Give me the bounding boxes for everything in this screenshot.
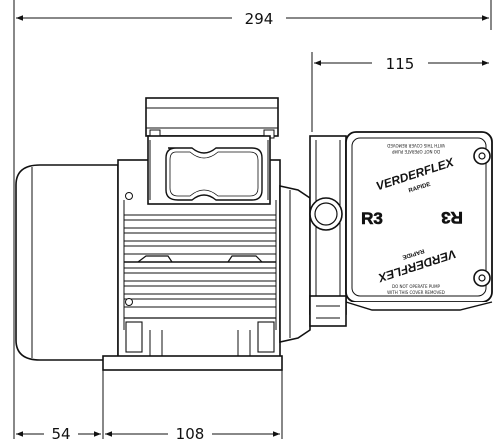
cover-warning-bottom: DO NOT OPERATE PUMP WITH THIS COVER REMO… xyxy=(387,284,445,295)
dimension-pump-head-label: 115 xyxy=(386,55,415,73)
svg-text:WITH THIS COVER REMOVED: WITH THIS COVER REMOVED xyxy=(387,290,445,295)
dimension-overall-label: 294 xyxy=(245,10,274,28)
cover-screw-bottom xyxy=(473,269,491,287)
flange-housing xyxy=(279,135,347,343)
svg-text:R3: R3 xyxy=(441,208,463,227)
terminal-box xyxy=(145,97,279,205)
svg-text:WITH THIS COVER REMOVED: WITH THIS COVER REMOVED xyxy=(387,143,445,148)
dimension-pump-head xyxy=(311,52,489,132)
svg-text:DO NOT OPERATE PUMP: DO NOT OPERATE PUMP xyxy=(391,149,440,154)
dimension-bottom xyxy=(16,356,283,439)
cover-screw-top xyxy=(473,147,491,165)
pump-cover xyxy=(345,131,493,311)
cover-size-right: R3 xyxy=(441,208,463,228)
cover-size-left: R3 xyxy=(361,209,383,228)
cover-warning-top: DO NOT OPERATE PUMP WITH THIS COVER REMO… xyxy=(387,143,445,154)
motor-end-cap xyxy=(15,164,128,361)
dimension-motor-offset-label: 54 xyxy=(51,425,70,439)
svg-text:DO NOT OPERATE PUMP: DO NOT OPERATE PUMP xyxy=(392,284,441,289)
motor-foot xyxy=(102,355,283,371)
dimension-overall xyxy=(13,0,492,439)
dimension-foot-length-label: 108 xyxy=(176,425,205,439)
